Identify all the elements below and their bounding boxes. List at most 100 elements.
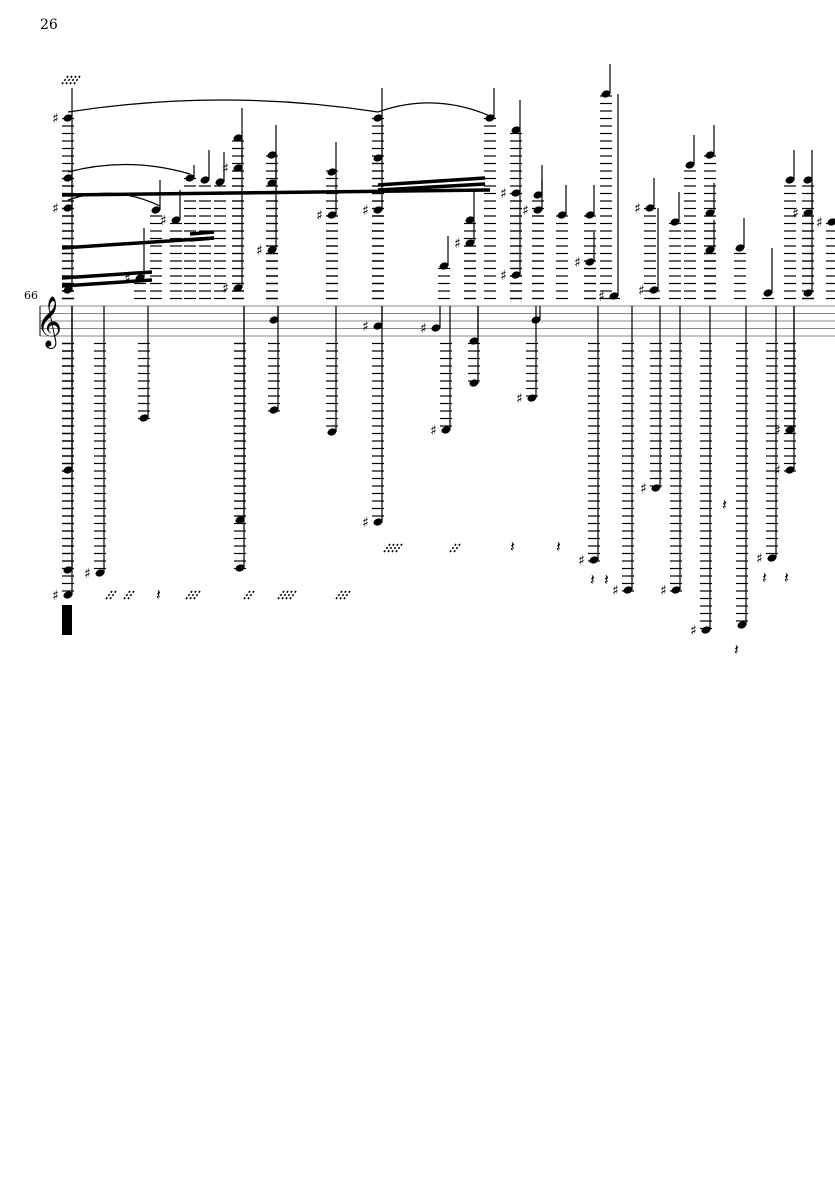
quarter-rest-icon: 𝄽 xyxy=(156,585,161,604)
quarter-rest-icon: 𝄽 xyxy=(784,568,789,587)
notehead xyxy=(269,316,279,324)
measure-number: 66 xyxy=(24,289,38,302)
sharp-icon: ♯ xyxy=(84,566,91,582)
sharp-icon: ♯ xyxy=(660,583,667,599)
beam xyxy=(189,230,215,236)
tremolo-marks xyxy=(61,75,69,85)
sharp-icon: ♯ xyxy=(52,201,59,217)
sharp-icon: ♯ xyxy=(52,588,59,604)
notehead xyxy=(609,292,619,300)
notehead xyxy=(235,564,245,572)
quarter-rest-icon: 𝄽 xyxy=(762,568,767,587)
quarter-rest-icon: 𝄽 xyxy=(722,495,727,514)
slur xyxy=(377,102,491,117)
beam xyxy=(61,278,153,288)
sharp-icon: ♯ xyxy=(222,161,229,177)
beams xyxy=(61,176,491,288)
tremolo-marks xyxy=(395,543,403,553)
sharp-icon: ♯ xyxy=(124,271,131,287)
notehead xyxy=(373,154,383,162)
notehead xyxy=(233,134,243,142)
sharp-icon: ♯ xyxy=(634,201,641,217)
notehead xyxy=(827,218,835,226)
notehead xyxy=(327,211,337,219)
notehead xyxy=(737,621,747,629)
notehead xyxy=(803,209,813,217)
notehead xyxy=(267,246,277,254)
beam xyxy=(189,236,215,242)
notehead xyxy=(735,244,745,252)
tremolo-marks xyxy=(449,543,457,553)
notehead xyxy=(803,176,813,184)
notehead xyxy=(767,554,777,562)
slur xyxy=(67,163,191,175)
beam xyxy=(61,236,215,250)
notehead xyxy=(671,586,681,594)
notehead xyxy=(63,174,73,182)
quarter-rest-icon: 𝄽 xyxy=(604,570,609,589)
sharp-icon: ♯ xyxy=(362,319,369,335)
notehead xyxy=(685,161,695,169)
notehead xyxy=(623,586,633,594)
notehead xyxy=(327,428,337,436)
quarter-rest-icon: 𝄽 xyxy=(734,640,739,659)
sharp-icon: ♯ xyxy=(362,203,369,219)
notehead xyxy=(267,151,277,159)
quarter-rest-icon: 𝄽 xyxy=(590,570,595,589)
tremolo-marks xyxy=(127,590,135,600)
sharp-icon: ♯ xyxy=(792,206,799,222)
notehead xyxy=(465,239,475,247)
tremolo-marks xyxy=(277,590,285,600)
notehead xyxy=(649,286,659,294)
notehead xyxy=(705,246,715,254)
notehead xyxy=(511,126,521,134)
notehead xyxy=(601,90,611,98)
sharp-icon: ♯ xyxy=(574,255,581,271)
sharp-icon: ♯ xyxy=(52,111,59,127)
notehead xyxy=(701,626,711,634)
notehead xyxy=(785,426,795,434)
notehead xyxy=(200,176,210,184)
tremolo-marks xyxy=(109,590,117,600)
tremolo-marks xyxy=(281,590,289,600)
slurs xyxy=(67,99,491,207)
tremolo-marks xyxy=(339,590,347,600)
notehead xyxy=(763,289,773,297)
treble-clef-icon: 𝄞 xyxy=(36,296,62,349)
tremolo-marks xyxy=(189,590,197,600)
notehead xyxy=(785,466,795,474)
notehead xyxy=(269,406,279,414)
notehead xyxy=(267,179,277,187)
sharp-icon: ♯ xyxy=(362,515,369,531)
sharp-icon: ♯ xyxy=(316,208,323,224)
sharp-icon: ♯ xyxy=(516,391,523,407)
tremolo-marks xyxy=(73,75,81,85)
notehead xyxy=(469,337,479,345)
tremolo-marks xyxy=(69,75,77,85)
notehead xyxy=(803,289,813,297)
notehead xyxy=(373,114,383,122)
notehead xyxy=(233,164,243,172)
sharp-icon: ♯ xyxy=(256,243,263,259)
notehead xyxy=(439,262,449,270)
sharp-icon: ♯ xyxy=(420,321,427,337)
sharp-icon: ♯ xyxy=(774,463,781,479)
notehead xyxy=(527,394,537,402)
quarter-rest-icon: 𝄽 xyxy=(556,537,561,556)
notehead xyxy=(645,204,655,212)
tremolo-marks xyxy=(243,590,251,600)
notehead xyxy=(233,284,243,292)
notehead xyxy=(651,484,661,492)
notehead xyxy=(533,191,543,199)
notehead xyxy=(139,414,149,422)
tremolo-marks xyxy=(247,590,255,600)
beam xyxy=(377,182,486,192)
notehead xyxy=(235,516,245,524)
notehead xyxy=(511,271,521,279)
sharp-icon: ♯ xyxy=(430,423,437,439)
tremolo-marks xyxy=(343,590,351,600)
sharp-icon: ♯ xyxy=(690,623,697,639)
notehead xyxy=(469,379,479,387)
notehead xyxy=(63,114,73,122)
